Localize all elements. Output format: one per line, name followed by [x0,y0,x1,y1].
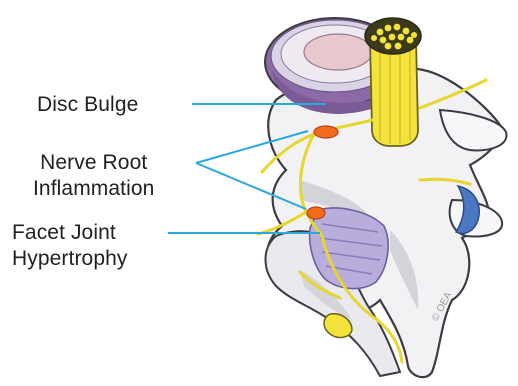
spinal-cord [365,18,421,146]
disc-bulge-label: Disc Bulge [37,92,138,118]
facet-line-2: Hypertrophy [12,246,127,272]
nerve-root-line-2: Inflammation [33,176,154,202]
nerve-root-line-1: Nerve Root [33,150,154,176]
nerve-root-inflammation-label: Nerve Root Inflammation [33,150,154,202]
facet-joint-hypertrophy-label: Facet Joint Hypertrophy [12,220,127,272]
facet-line-1: Facet Joint [12,220,127,246]
